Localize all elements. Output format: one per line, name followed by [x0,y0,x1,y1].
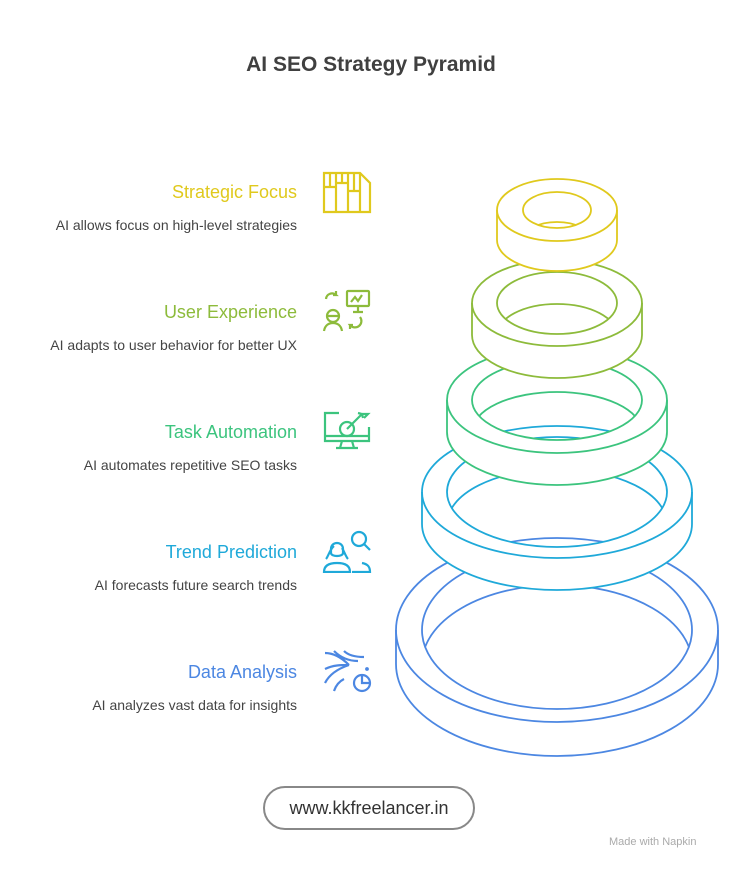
level-title: Strategic Focus [171,182,297,202]
level-description: AI forecasts future search trends [94,577,297,593]
pyramid-ring [496,178,618,272]
pyramid-ring [471,259,643,379]
level-title: Data Analysis [187,662,297,682]
level-description: AI automates repetitive SEO tasks [83,457,297,473]
strategy-columns-icon [322,171,372,214]
level-user-experience: User Experience AI adapts to user behavi… [0,301,297,354]
level-trend-prediction: Trend Prediction AI forecasts future sea… [0,541,297,594]
level-title: Task Automation [164,422,297,442]
level-description: AI adapts to user behavior for better UX [50,337,297,353]
monitor-target-icon [323,411,371,450]
napkin-watermark: Made with Napkin [609,836,697,848]
level-title: Trend Prediction [165,542,297,562]
level-task-automation: Task Automation AI automates repetitive … [0,421,297,474]
user-feedback-icon [322,289,371,332]
website-link[interactable]: www.kkfreelancer.in [263,786,475,830]
people-search-icon [322,530,372,573]
data-flow-chart-icon [324,650,372,693]
diagram-title: AI SEO Strategy Pyramid [246,53,496,76]
level-description: AI analyzes vast data for insights [92,697,297,713]
level-data-analysis: Data Analysis AI analyzes vast data for … [0,661,297,714]
level-title: User Experience [163,302,297,322]
level-description: AI allows focus on high-level strategies [55,217,297,233]
level-strategic-focus: Strategic Focus AI allows focus on high-… [0,181,297,234]
